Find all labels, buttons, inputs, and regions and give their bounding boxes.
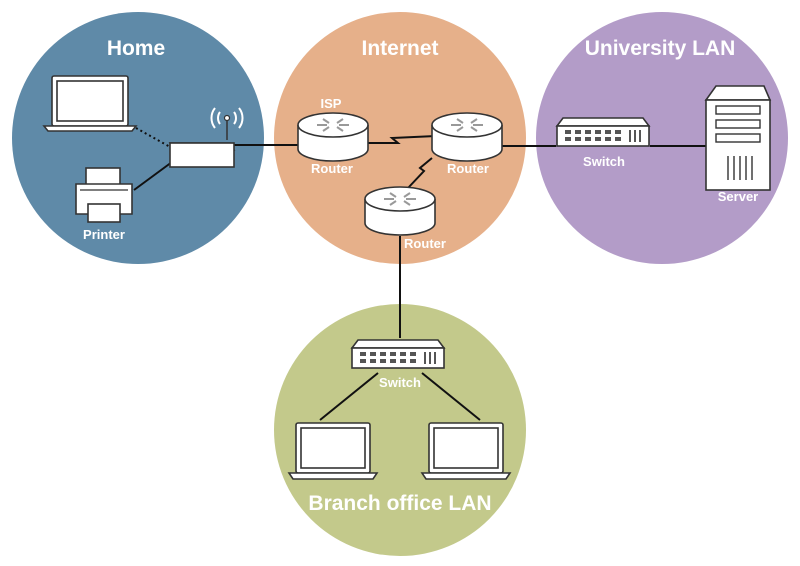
switch-icon [351, 339, 445, 369]
switch-icon [556, 117, 650, 147]
zone-title-internet: Internet [361, 37, 438, 60]
laptop-icon [288, 422, 378, 480]
router-icon [431, 112, 503, 162]
zone-home [12, 12, 264, 264]
right-router-label: Router [447, 161, 489, 176]
zone-university [536, 12, 788, 264]
printer-icon [75, 167, 133, 223]
server-label: Server [718, 189, 758, 204]
university-switch-label: Switch [583, 154, 625, 169]
link-isp-router-right-router [368, 135, 437, 144]
router-icon [297, 112, 369, 162]
link-branch-switch-laptop-left [319, 372, 379, 421]
zone-title-home: Home [107, 37, 165, 60]
zone-title-university: University LAN [585, 37, 736, 60]
laptop-icon [42, 75, 138, 132]
laptop-icon [421, 422, 511, 480]
link-printer-wifi [133, 161, 173, 191]
link-branch-switch-laptop-right [421, 372, 481, 421]
connections [133, 127, 712, 421]
isp-router-label: Router [311, 161, 353, 176]
isp-label: ISP [321, 96, 342, 111]
bottom-router-label: Router [404, 236, 446, 251]
router-icon [364, 186, 436, 236]
link-right-router-bottom-router [407, 157, 433, 189]
printer-label: Printer [83, 227, 125, 242]
wifi-link-laptop [135, 127, 173, 149]
wireless-router-icon [168, 107, 244, 168]
server-icon [704, 85, 772, 191]
branch-switch-label: Switch [379, 375, 421, 390]
zone-title-branch: Branch office LAN [308, 492, 491, 515]
zone-branch [274, 304, 526, 556]
